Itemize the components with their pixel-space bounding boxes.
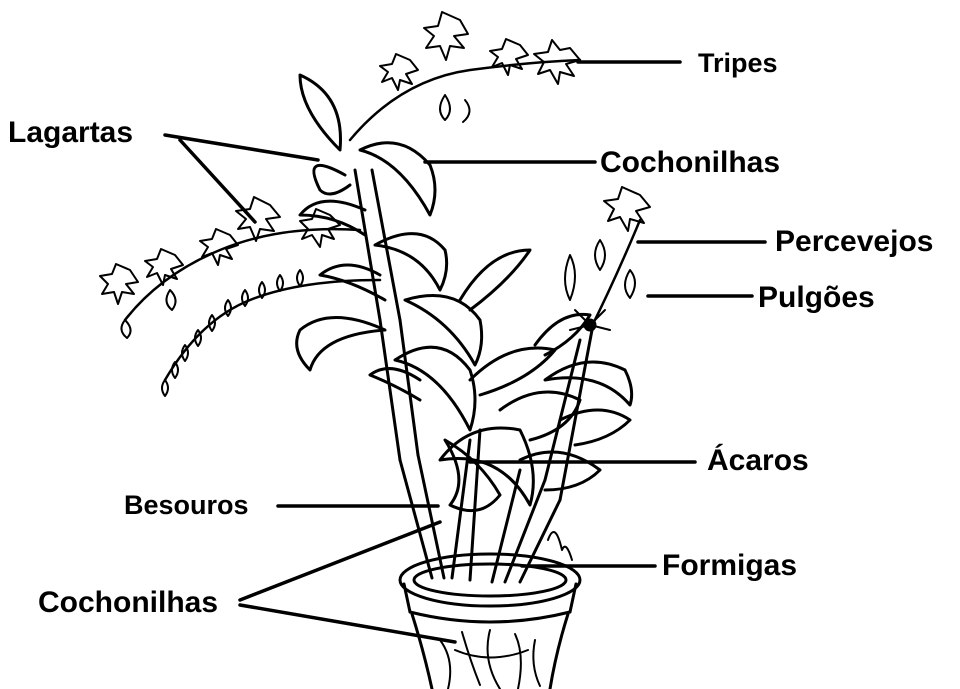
leader-lagartas-b (180, 140, 255, 222)
label-cochonilhas-bottom: Cochonilhas (38, 588, 218, 618)
label-pulgoes: Pulgões (758, 283, 875, 313)
label-besouros: Besouros (124, 492, 249, 519)
leaves (297, 75, 632, 511)
label-tripes: Tripes (698, 50, 778, 77)
upper-flower-spike (350, 12, 580, 140)
label-formigas: Formigas (662, 551, 797, 581)
leader-cochonilhas-bottom-b (240, 605, 455, 642)
label-cochonilhas-top: Cochonilhas (600, 148, 780, 178)
lower-bud-spike (162, 270, 380, 396)
label-acaros: Ácaros (707, 446, 809, 476)
right-flower-spike (565, 187, 650, 330)
label-percevejos: Percevejos (775, 227, 933, 257)
leader-cochonilhas-bottom-a (240, 522, 440, 600)
label-lagartas: Lagartas (8, 118, 133, 148)
flower-pot (400, 554, 580, 689)
